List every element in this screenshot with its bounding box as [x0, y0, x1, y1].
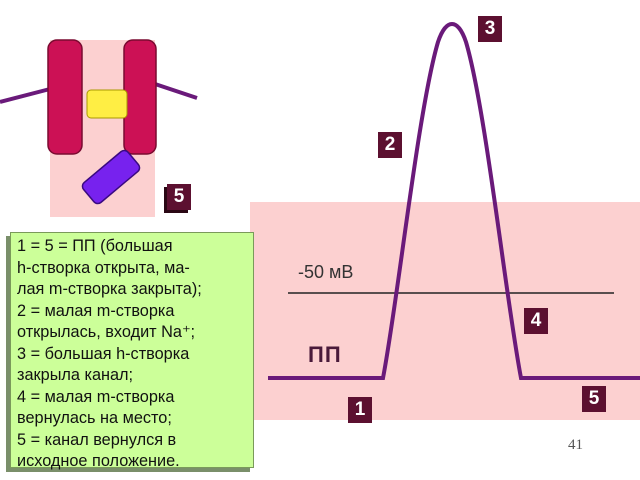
h-gate: [86, 89, 128, 119]
legend-box: 1 = 5 = ПП (большая h-створка открыта, м…: [10, 232, 254, 470]
legend-line: h-створка открыта, ма-: [17, 258, 190, 277]
legend-line: 4 = малая m-створка: [17, 387, 175, 406]
membrane-right: [154, 82, 198, 100]
badge-1: 1: [348, 397, 372, 423]
legend-line: лая m-створка закрыта);: [17, 280, 202, 298]
channel-right-wall: [123, 39, 157, 155]
potential-background-band: [250, 202, 640, 420]
threshold-label: -50 мВ: [298, 262, 354, 282]
legend-line: 1 = 5 = ПП (большая: [17, 237, 173, 255]
badge-3: 3: [478, 16, 502, 42]
page-number: 41: [568, 437, 583, 453]
legend-line: закрыла канал;: [17, 366, 134, 384]
legend-line: 2 = малая m-створка: [17, 301, 175, 320]
channel-left-wall: [47, 39, 83, 155]
legend-line: исходное положение.: [17, 452, 180, 470]
legend-line: 5 = канал вернулся в: [17, 430, 177, 449]
membrane-left: [0, 87, 51, 104]
legend-line: вернулась на место;: [17, 409, 172, 427]
resting-potential-label: ПП: [308, 342, 342, 367]
action-potential-curve: [268, 22, 640, 380]
badge-2: 2: [378, 132, 402, 158]
m-gate: [81, 149, 141, 205]
legend-line: открылась, входит Na⁺;: [17, 323, 196, 341]
legend-line: 3 = большая h-створка: [17, 344, 190, 363]
badge-4: 4: [524, 308, 548, 334]
badge-5-channel: 5: [167, 184, 191, 210]
badge-5-curve: 5: [582, 386, 606, 412]
